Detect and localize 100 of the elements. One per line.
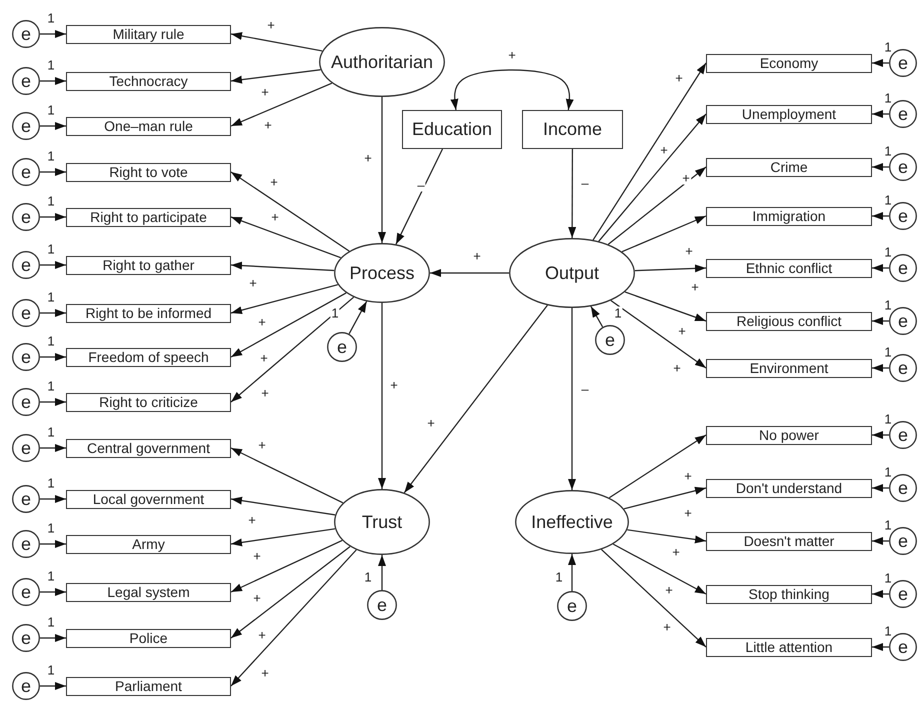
- arrow: [348, 301, 368, 334]
- arrow: [40, 77, 66, 85]
- arrow: [230, 82, 332, 127]
- arrow: [627, 529, 706, 544]
- edge-label: 1: [46, 150, 56, 162]
- error-term-circle: e: [12, 251, 40, 279]
- arrow: [230, 284, 338, 314]
- observed-variable-box: Unemployment: [706, 104, 872, 124]
- error-term-circle: e: [889, 100, 917, 128]
- arrow: [404, 304, 548, 494]
- error-term-circle: e: [889, 580, 917, 608]
- edge-label: 1: [46, 242, 56, 256]
- edge-label: 1: [46, 616, 56, 628]
- arrow: [872, 431, 889, 439]
- error-term-circle: e: [12, 67, 40, 95]
- edge-label: 1: [554, 570, 564, 584]
- edge-label: 1: [46, 476, 56, 490]
- edge-label: 1: [883, 412, 893, 426]
- arrow: [230, 528, 336, 546]
- arrow: [40, 682, 66, 690]
- arrow: [230, 69, 321, 84]
- arrow: [230, 546, 350, 638]
- arrow: [40, 122, 66, 130]
- observed-variable-box: Parliament: [66, 676, 231, 696]
- edge-label: 1: [46, 426, 56, 438]
- edge-label: 1: [46, 522, 56, 534]
- edge-label: 1: [883, 346, 893, 358]
- arrow: [378, 97, 386, 243]
- observed-variable-box: Doesn't matter: [706, 532, 872, 550]
- arrow: [230, 292, 346, 358]
- observed-variable-box: Economy: [706, 54, 872, 72]
- arrow: [590, 306, 604, 328]
- error-term-circle: e: [327, 332, 357, 362]
- observed-variable-box: Army: [66, 534, 231, 554]
- edge-label: 1: [613, 306, 623, 320]
- arrow: [612, 544, 706, 595]
- observed-variable-box: Central government: [66, 438, 231, 458]
- edge-label: 1: [883, 40, 893, 54]
- edge-label: 1: [883, 466, 893, 478]
- arrow: [624, 486, 706, 510]
- observed-variable-box: Right to vote: [66, 162, 231, 182]
- arrow: [230, 549, 357, 686]
- arrow: [592, 62, 706, 240]
- arrow: [378, 303, 386, 489]
- latent-variable-ellipse: Output: [509, 238, 635, 308]
- arrow: [450, 69, 574, 110]
- arrow: [872, 163, 889, 171]
- arrow: [872, 317, 889, 325]
- edge-label: 1: [883, 518, 893, 532]
- edge-label: 1: [46, 380, 56, 392]
- observed-variable-box: Religious conflict: [706, 312, 872, 330]
- arrow: [624, 291, 706, 322]
- arrow: [872, 59, 889, 67]
- edge-label: 1: [46, 290, 56, 304]
- arrow: [230, 447, 344, 504]
- edge-label: 1: [46, 12, 56, 24]
- error-term-circle: e: [889, 202, 917, 230]
- edge-label: 1: [46, 58, 56, 72]
- arrow: [40, 495, 66, 503]
- edge-label: 1: [883, 246, 893, 258]
- edge-label: 1: [883, 572, 893, 584]
- observed-variable-box: Immigration: [706, 206, 872, 226]
- arrow: [40, 540, 66, 548]
- arrow: [230, 216, 341, 258]
- observed-variable-box: Don't understand: [706, 478, 872, 498]
- observed-variable-box: Freedom of speech: [66, 348, 231, 366]
- error-term-circle: e: [12, 158, 40, 186]
- error-term-circle: e: [12, 530, 40, 558]
- error-term-circle: e: [367, 590, 397, 620]
- edge-label: 1: [330, 306, 340, 320]
- arrow: [40, 309, 66, 317]
- error-term-circle: e: [12, 434, 40, 462]
- arrow: [378, 555, 386, 590]
- observed-variable-box: No power: [706, 426, 872, 444]
- error-term-circle: e: [889, 307, 917, 335]
- arrow: [230, 296, 354, 402]
- observed-variable-box: Ethnic conflict: [706, 258, 872, 278]
- arrow: [40, 398, 66, 406]
- error-term-circle: e: [595, 325, 625, 355]
- error-term-circle: e: [12, 343, 40, 371]
- observed-variable-box: Environment: [706, 358, 872, 378]
- observed-variable-box: Little attention: [706, 638, 872, 656]
- observed-variable-box: Local government: [66, 490, 231, 508]
- arrow: [40, 353, 66, 361]
- error-term-circle: e: [12, 672, 40, 700]
- arrow: [230, 262, 334, 272]
- arrow: [634, 264, 706, 272]
- error-term-circle: e: [889, 421, 917, 449]
- edge-label: 1: [883, 298, 893, 312]
- error-term-circle: e: [889, 633, 917, 661]
- edge-label: 1: [46, 104, 56, 116]
- edge-label: 1: [46, 664, 56, 676]
- arrow: [230, 540, 342, 593]
- observed-variable-box: Right to be informed: [66, 304, 231, 322]
- observed-variable-box: Legal system: [66, 582, 231, 602]
- arrow: [608, 166, 706, 245]
- edge-label: 1: [46, 334, 56, 348]
- arrow: [40, 634, 66, 642]
- arrow: [40, 168, 66, 176]
- error-term-circle: e: [12, 299, 40, 327]
